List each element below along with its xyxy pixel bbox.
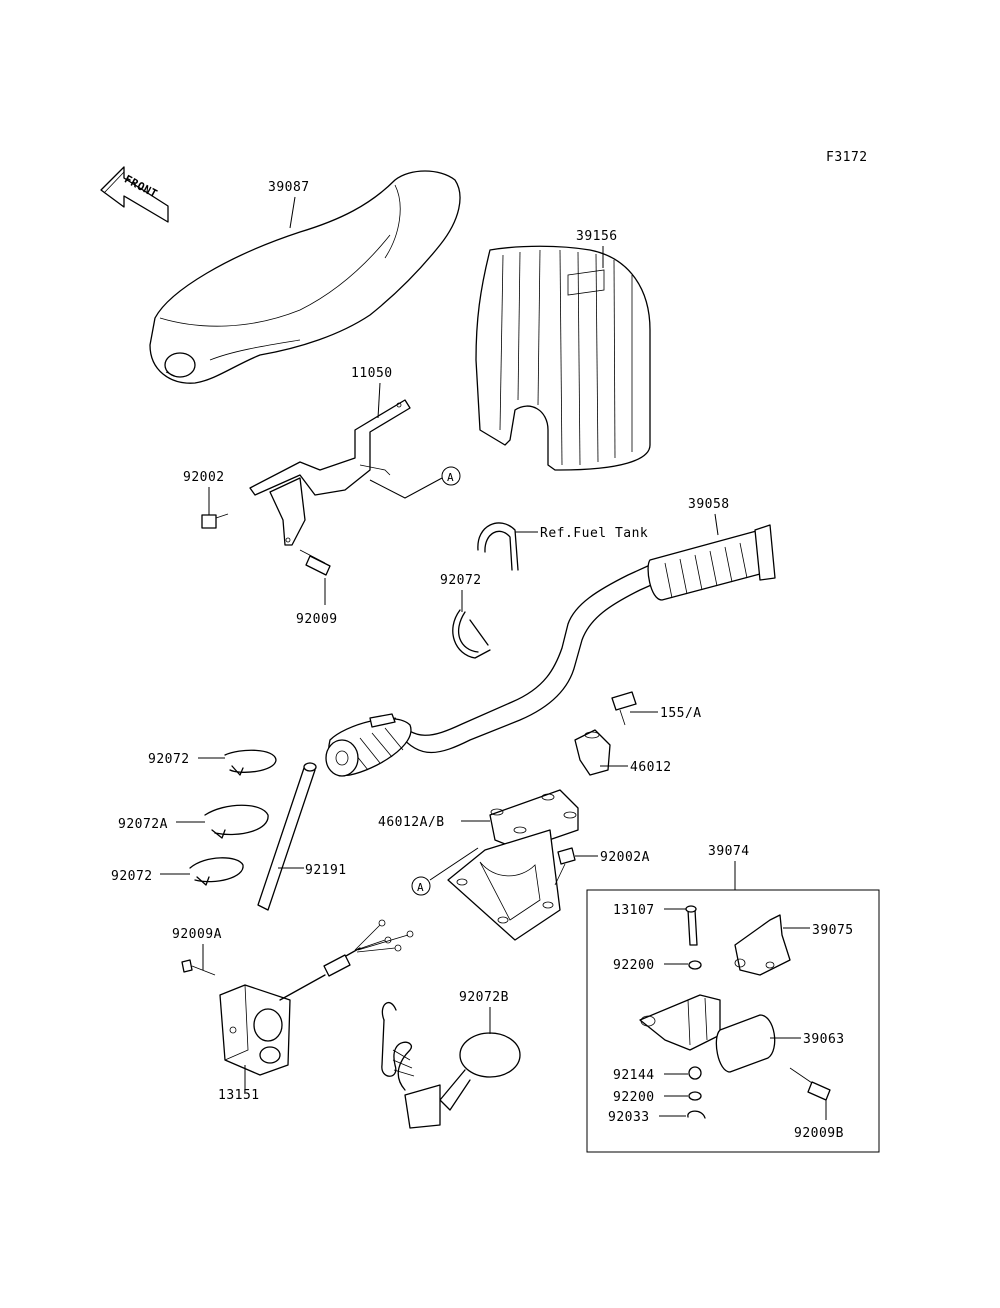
part-92002a-bolt <box>554 847 576 886</box>
part-handlebar-base <box>447 829 561 941</box>
part-155a-bolt <box>611 691 637 726</box>
label-39063: 39063 <box>803 1032 845 1047</box>
part-92009-bolt <box>299 549 331 576</box>
label-92072-2: 92072 <box>111 869 153 884</box>
label-92072-1: 92072 <box>148 752 190 767</box>
part-39075-lever <box>734 914 791 976</box>
label-46012ab: 46012A/B <box>378 815 445 830</box>
label-13107: 13107 <box>613 903 655 918</box>
label-11050: 11050 <box>351 366 393 381</box>
label-39156: 39156 <box>576 229 618 244</box>
callout-a-top-letter: A <box>447 471 454 484</box>
label-92200-2: 92200 <box>613 1090 655 1105</box>
kit-39074-box <box>586 889 880 1153</box>
label-92072a: 92072A <box>118 817 168 832</box>
label-39074: 39074 <box>708 844 750 859</box>
part-13151-switch <box>219 919 414 1076</box>
part-92009b-screw <box>789 1067 831 1101</box>
part-92002-bolt <box>201 513 229 529</box>
callout-a-top <box>441 466 461 486</box>
label-92072b: 92072B <box>459 990 509 1005</box>
label-13151: 13151 <box>218 1088 260 1103</box>
diagram-code: F3172 <box>826 150 868 165</box>
label-39087: 39087 <box>268 180 310 195</box>
part-39156-ribbed-cover <box>475 245 651 471</box>
label-92002a: 92002A <box>600 850 650 865</box>
label-39075: 39075 <box>812 923 854 938</box>
label-39058: 39058 <box>688 497 730 512</box>
label-92009b: 92009B <box>794 1126 844 1141</box>
label-ref-fuel-tank: Ref.Fuel Tank <box>540 526 648 541</box>
part-92144-spring <box>688 1066 702 1080</box>
label-92009a: 92009A <box>172 927 222 942</box>
part-39058-handlebar <box>325 524 776 777</box>
callout-a-bottom-letter: A <box>417 881 424 894</box>
part-39087-cover <box>149 170 461 384</box>
label-92191: 92191 <box>305 863 347 878</box>
part-46012-cap <box>574 729 611 776</box>
callout-a-bottom <box>411 876 431 896</box>
part-13107-pin <box>685 905 698 946</box>
label-92144: 92144 <box>613 1068 655 1083</box>
label-46012: 46012 <box>630 760 672 775</box>
part-92033-circlip <box>687 1110 706 1119</box>
label-92200-1: 92200 <box>613 958 655 973</box>
part-92072-clamp-top <box>452 609 491 659</box>
label-92072-top: 92072 <box>440 573 482 588</box>
part-92009a-screw <box>181 959 216 976</box>
label-92009: 92009 <box>296 612 338 627</box>
label-92033: 92033 <box>608 1110 650 1125</box>
fuel-tank-hose <box>477 522 519 571</box>
part-92200-bushing-top <box>688 960 702 970</box>
part-throttle-lever-body <box>639 994 721 1051</box>
part-92072b-lanyard-clamp <box>381 1001 521 1129</box>
part-46012ab-holder <box>489 789 579 851</box>
part-39063-cover <box>715 1014 776 1073</box>
front-arrow-icon: FRONT <box>100 166 169 223</box>
part-92191-tube <box>257 762 317 911</box>
part-11050-bracket <box>249 399 411 546</box>
part-92072-clamp-1 <box>224 749 277 776</box>
part-92200-bushing-bottom <box>688 1091 702 1101</box>
label-155a: 155/A <box>660 706 702 721</box>
part-92072-clamp-2 <box>189 857 244 886</box>
label-92002: 92002 <box>183 470 225 485</box>
part-92072a-clamp <box>204 804 269 839</box>
